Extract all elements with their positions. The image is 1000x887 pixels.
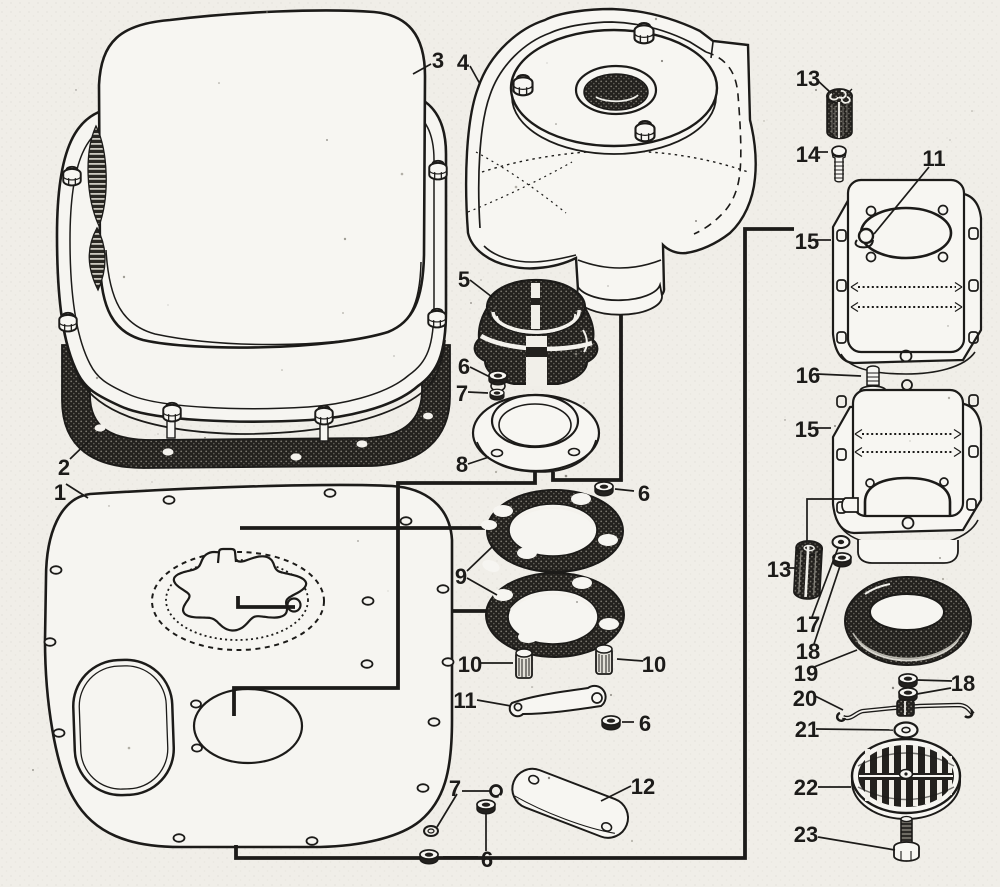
svg-text:16: 16 (796, 363, 820, 388)
svg-text:15: 15 (795, 229, 819, 254)
svg-text:17: 17 (796, 612, 820, 637)
svg-text:6: 6 (481, 847, 493, 872)
svg-text:22: 22 (794, 775, 818, 800)
svg-text:12: 12 (631, 774, 655, 799)
svg-text:6: 6 (638, 481, 650, 506)
svg-text:6: 6 (639, 711, 651, 736)
svg-text:21: 21 (795, 717, 819, 742)
svg-text:11: 11 (453, 688, 476, 713)
svg-text:18: 18 (796, 639, 820, 664)
svg-text:5: 5 (458, 267, 470, 292)
svg-text:18: 18 (951, 671, 975, 696)
svg-text:7: 7 (449, 776, 461, 801)
svg-text:8: 8 (456, 452, 468, 477)
svg-text:7: 7 (456, 381, 468, 406)
svg-text:11: 11 (922, 146, 945, 171)
svg-text:10: 10 (458, 652, 482, 677)
svg-text:15: 15 (795, 417, 819, 442)
svg-text:19: 19 (794, 661, 818, 686)
svg-text:23: 23 (794, 822, 818, 847)
svg-text:3: 3 (432, 48, 444, 73)
svg-text:4: 4 (457, 50, 470, 75)
svg-text:13: 13 (796, 66, 820, 91)
svg-text:14: 14 (796, 142, 821, 167)
svg-text:1: 1 (54, 480, 66, 505)
svg-text:2: 2 (58, 455, 70, 480)
svg-text:20: 20 (793, 686, 817, 711)
svg-text:9: 9 (455, 564, 467, 589)
svg-text:10: 10 (642, 652, 666, 677)
svg-text:6: 6 (458, 354, 470, 379)
svg-text:13: 13 (767, 557, 791, 582)
